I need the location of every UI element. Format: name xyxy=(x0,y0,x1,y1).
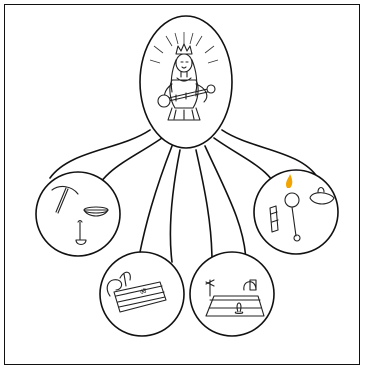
bottom-right-circle xyxy=(190,252,274,336)
central-bubble xyxy=(140,16,232,148)
connector-left xyxy=(50,130,150,178)
connector-bottom-left xyxy=(138,146,172,262)
connector-bottom-right xyxy=(196,150,212,262)
manuscript-inscription: ॐ xyxy=(140,288,147,296)
connector-bottom-left-2 xyxy=(170,150,180,262)
